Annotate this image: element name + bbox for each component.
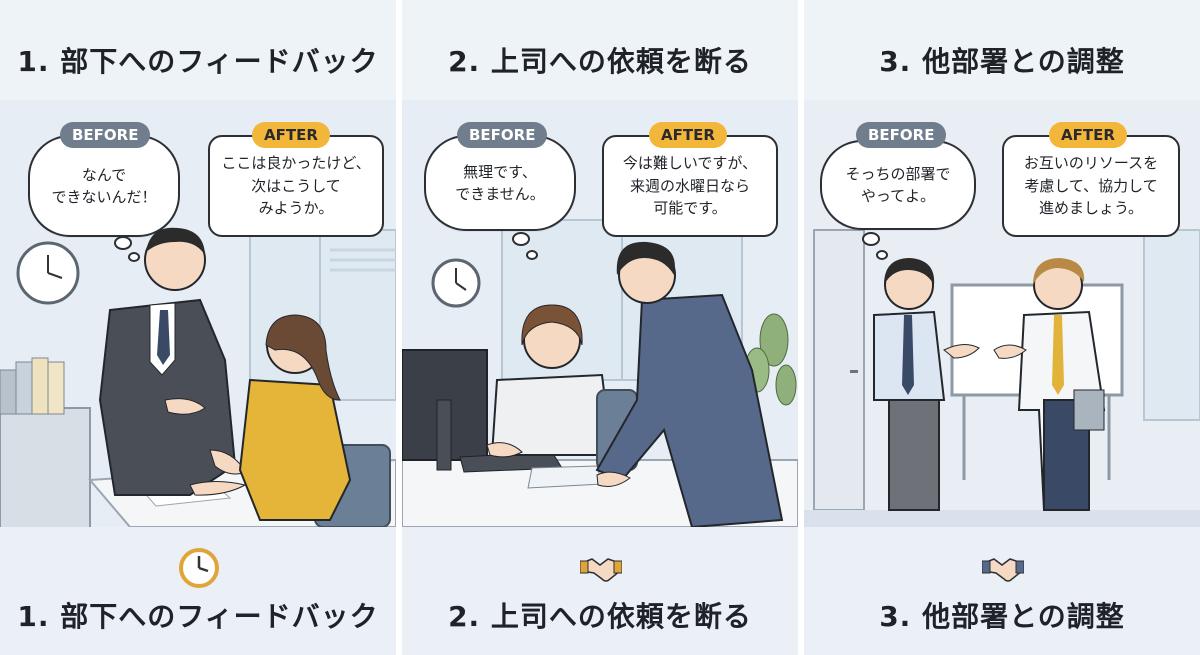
after-speech-bubble: お互いのリソースを 考慮して、協力して 進めましょう。	[1002, 135, 1180, 237]
handshake-icon	[580, 558, 622, 582]
panel-title: 1. 部下へのフィードバック	[17, 45, 379, 78]
footer-title: 3. 他部署との調整	[879, 600, 1125, 633]
after-badge: AFTER	[252, 122, 330, 148]
before-thought-bubble: そっちの部署で やってよ。	[820, 140, 976, 230]
wall-clock-icon	[16, 241, 80, 305]
thought-dot	[876, 250, 888, 260]
wall-clock-icon	[431, 258, 481, 308]
panel-decline-request: 2. 上司への依頼を断る	[402, 0, 798, 655]
before-badge: BEFORE	[60, 122, 151, 148]
panel-title: 2. 上司への依頼を断る	[448, 45, 752, 78]
thought-dot	[862, 232, 880, 246]
panel-feedback: 1. 部下へのフィードバック	[0, 0, 396, 655]
panel-title: 3. 他部署との調整	[879, 45, 1125, 78]
before-thought-bubble: 無理です、 できません。	[424, 135, 576, 231]
after-speech-bubble: 今は難しいですが、 来週の水曜日なら 可能です。	[602, 135, 778, 237]
clock-icon	[179, 548, 219, 588]
before-badge: BEFORE	[856, 122, 947, 148]
panel-cross-dept-coordination: 3. 他部署との調整	[804, 0, 1200, 655]
footer-title: 1. 部下へのフィードバック	[17, 600, 379, 633]
panel-footer: 3. 他部署との調整	[804, 527, 1200, 655]
after-speech-bubble: ここは良かったけど、 次はこうして みようか。	[208, 135, 384, 237]
thought-dot	[526, 250, 538, 260]
manager-figure	[98, 227, 247, 496]
footer-title: 2. 上司への依頼を断る	[448, 600, 752, 633]
colleague-right-figure	[993, 258, 1106, 511]
manager-figure	[595, 241, 784, 527]
panel-footer: 2. 上司への依頼を断る	[402, 527, 798, 655]
employee-woman-figure	[486, 304, 614, 458]
before-badge: BEFORE	[457, 122, 548, 148]
thought-dot	[114, 236, 132, 250]
after-badge: AFTER	[649, 122, 727, 148]
thought-dot	[128, 252, 140, 262]
panel-footer: 1. 部下へのフィードバック	[0, 527, 396, 655]
before-thought-bubble: なんで できないんだ！	[28, 135, 180, 237]
colleague-left-figure	[873, 258, 980, 511]
handshake-icon	[982, 558, 1024, 582]
after-badge: AFTER	[1049, 122, 1127, 148]
employee-woman-figure	[189, 314, 352, 521]
thought-dot	[512, 232, 530, 246]
